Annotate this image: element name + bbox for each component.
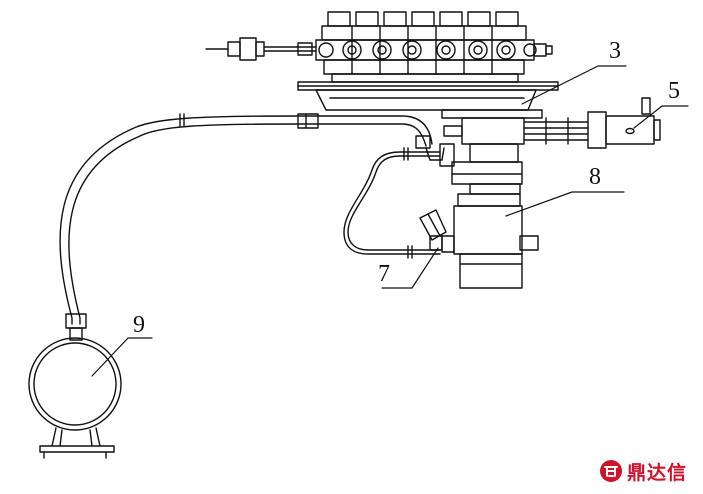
valve-turret-head	[205, 11, 553, 83]
actuator-arm	[523, 97, 661, 149]
leader-lines	[91, 65, 689, 377]
label-part-3: 3	[609, 38, 621, 64]
label-part-8: 8	[589, 164, 601, 190]
label-part-7: 7	[378, 261, 390, 287]
central-column	[443, 117, 525, 195]
storage-tank	[28, 313, 122, 459]
check-valve	[419, 209, 447, 251]
watermark-text: 鼎达信	[627, 461, 688, 484]
label-part-9: 9	[133, 312, 145, 338]
watermark: 鼎达信	[599, 458, 687, 484]
supply-hose	[59, 113, 455, 325]
brand-logo-icon	[600, 460, 622, 482]
drive-unit	[441, 193, 539, 289]
return-pipe	[343, 147, 441, 259]
label-part-5: 5	[668, 78, 680, 104]
rotating-table-plate	[297, 81, 559, 119]
